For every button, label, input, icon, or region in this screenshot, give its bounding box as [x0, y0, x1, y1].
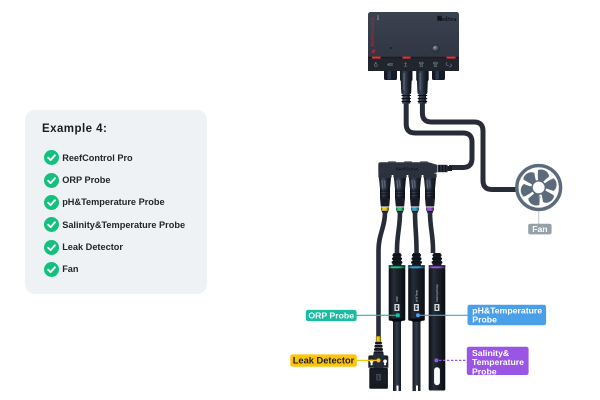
- svg-text:ReefControl: ReefControl: [370, 17, 376, 47]
- svg-text:pH&Temp: pH&Temp: [415, 290, 419, 302]
- svg-text:Probe: Probe: [472, 315, 497, 325]
- svg-text:Temperature: Temperature: [472, 357, 524, 367]
- svg-text:Salinity&Temp: Salinity&Temp: [435, 284, 439, 302]
- svg-text:Leak Detector: Leak Detector: [293, 355, 355, 365]
- svg-text:RedSea: RedSea: [437, 17, 456, 23]
- svg-text:ORP: ORP: [395, 296, 399, 302]
- svg-text:Probe: Probe: [472, 366, 497, 376]
- svg-text:ReefSense: ReefSense: [396, 166, 419, 171]
- svg-text:Pro: Pro: [376, 15, 380, 20]
- svg-text:Fan: Fan: [532, 224, 547, 234]
- svg-text:Salinity&: Salinity&: [472, 348, 509, 358]
- svg-text:ORP Probe: ORP Probe: [308, 310, 354, 320]
- svg-text:pH&Temperature: pH&Temperature: [472, 305, 542, 315]
